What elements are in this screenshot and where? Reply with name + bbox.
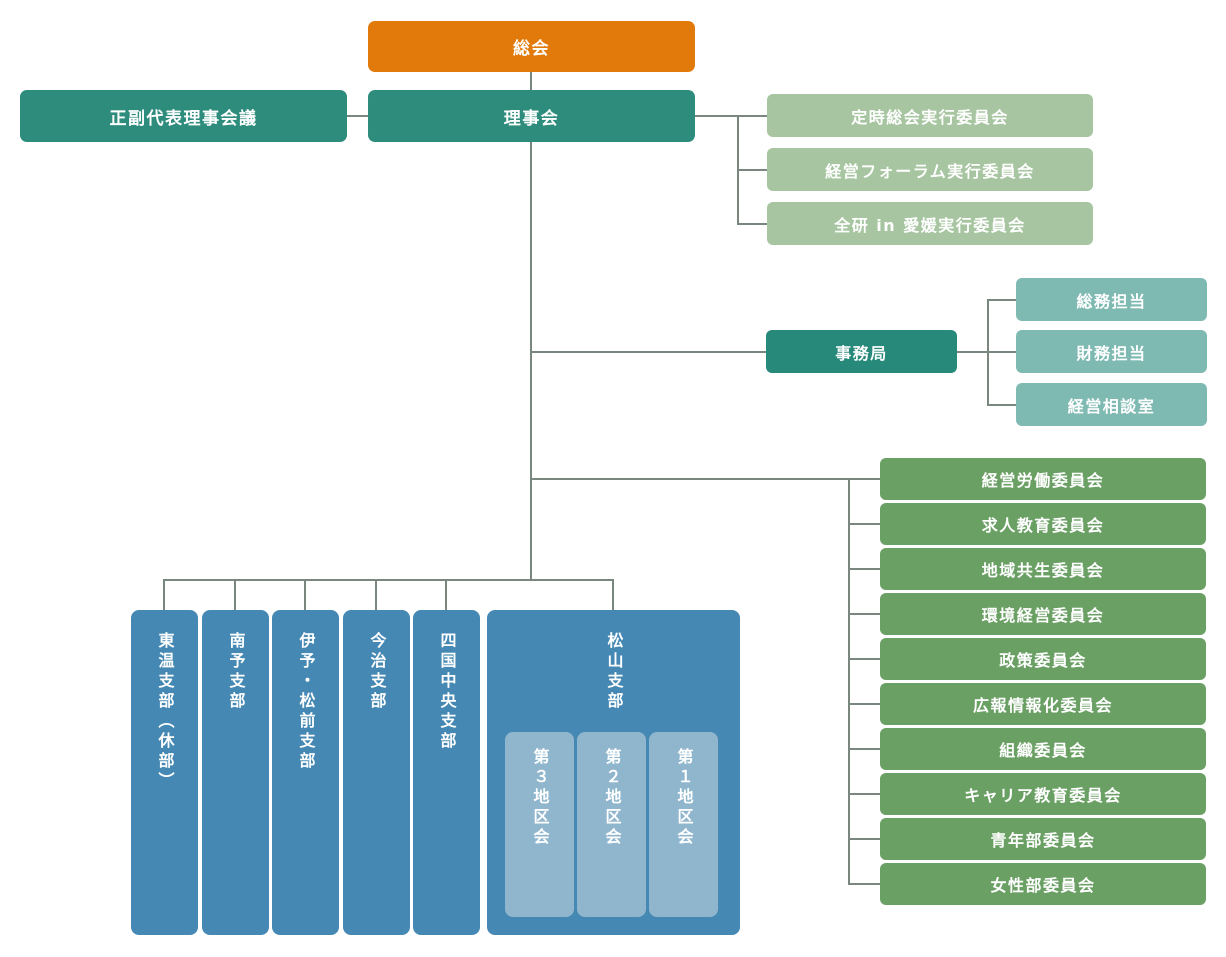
connector-line <box>531 478 880 480</box>
node-branch: 南予支部 <box>202 610 269 935</box>
node-committee: 女性部委員会 <box>880 863 1206 905</box>
connector-line <box>234 579 236 610</box>
connector-line <box>957 351 1016 353</box>
connector-line <box>848 568 880 570</box>
node-branch-label: 南予支部 <box>226 632 246 712</box>
node-branch-label: 今治支部 <box>367 632 387 712</box>
node-committee: 政策委員会 <box>880 638 1206 680</box>
connector-line <box>445 579 447 610</box>
node-district-meeting-label: 第１地区会 <box>674 748 694 848</box>
node-branch-label: 伊予・松前支部 <box>296 632 316 772</box>
node-exec-committee: 経営フォーラム実行委員会 <box>767 148 1093 191</box>
node-district-meeting: 第２地区会 <box>577 732 646 917</box>
node-board: 理事会 <box>368 90 695 142</box>
node-secretariat-section: 総務担当 <box>1016 278 1207 321</box>
connector-line <box>163 579 165 610</box>
node-district-meeting: 第３地区会 <box>505 732 574 917</box>
node-branch: 東温支部（休部） <box>131 610 198 935</box>
node-district-meeting-label: 第３地区会 <box>530 748 550 848</box>
node-branch-label: 四国中央支部 <box>437 632 457 752</box>
connector-line <box>164 579 614 581</box>
node-secretariat-section: 財務担当 <box>1016 330 1207 373</box>
connector-line <box>848 883 880 885</box>
node-committee: 経営労働委員会 <box>880 458 1206 500</box>
node-committee: キャリア教育委員会 <box>880 773 1206 815</box>
connector-line <box>848 703 880 705</box>
node-exec-committee: 定時総会実行委員会 <box>767 94 1093 137</box>
node-exec-committee: 全研 in 愛媛実行委員会 <box>767 202 1093 245</box>
node-branch: 今治支部 <box>343 610 410 935</box>
connector-line <box>848 838 880 840</box>
node-branch: 四国中央支部 <box>413 610 480 935</box>
node-general-meeting: 総会 <box>368 21 695 72</box>
connector-line <box>612 579 614 610</box>
connector-line <box>848 793 880 795</box>
node-rep-directors-meeting: 正副代表理事会議 <box>20 90 347 142</box>
connector-line <box>987 299 1016 301</box>
connector-line <box>695 115 767 117</box>
node-secretariat: 事務局 <box>766 330 957 373</box>
node-matsuyama-branch-label: 松山支部 <box>604 632 624 712</box>
node-committee: 地域共生委員会 <box>880 548 1206 590</box>
node-secretariat-section: 経営相談室 <box>1016 383 1207 426</box>
connector-line <box>304 579 306 610</box>
connector-line <box>737 223 767 225</box>
connector-line <box>531 351 766 353</box>
connector-line <box>347 115 368 117</box>
node-committee: 求人教育委員会 <box>880 503 1206 545</box>
connector-line <box>848 523 880 525</box>
node-district-meeting-label: 第２地区会 <box>602 748 622 848</box>
connector-line <box>848 658 880 660</box>
connector-line <box>375 579 377 610</box>
node-committee: 環境経営委員会 <box>880 593 1206 635</box>
node-committee: 広報情報化委員会 <box>880 683 1206 725</box>
node-branch: 伊予・松前支部 <box>272 610 339 935</box>
node-committee: 青年部委員会 <box>880 818 1206 860</box>
connector-line <box>987 299 989 405</box>
connector-line <box>737 169 767 171</box>
connector-line <box>987 404 1016 406</box>
node-committee: 組織委員会 <box>880 728 1206 770</box>
connector-line <box>530 72 532 90</box>
connector-line <box>848 748 880 750</box>
node-branch-label: 東温支部（休部） <box>155 632 175 792</box>
connector-line <box>848 478 850 885</box>
connector-line <box>848 613 880 615</box>
connector-line <box>530 142 532 581</box>
node-district-meeting: 第１地区会 <box>649 732 718 917</box>
